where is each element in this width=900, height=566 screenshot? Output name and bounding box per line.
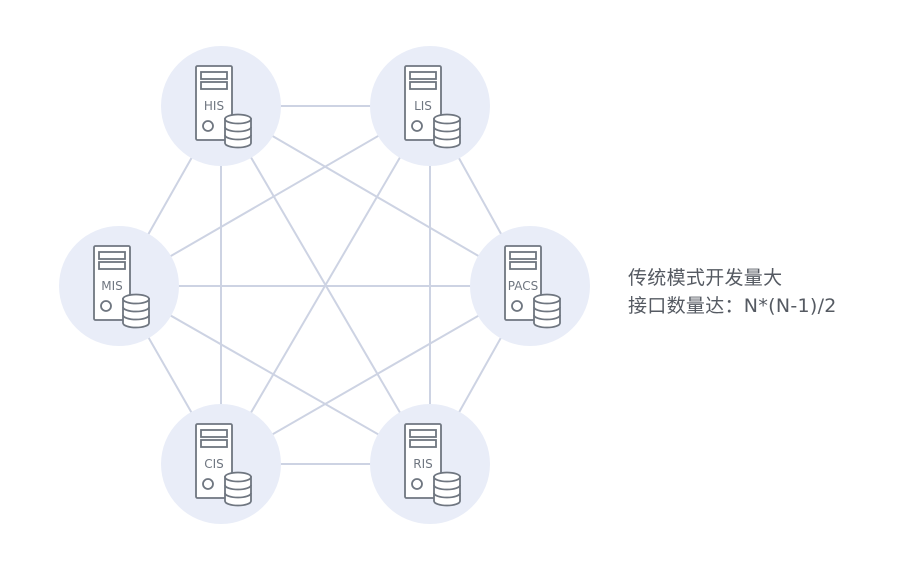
node-label: MIS — [101, 279, 123, 293]
node-lis: LIS — [370, 46, 490, 166]
node-label: CIS — [204, 457, 224, 471]
server-database-icon — [93, 245, 150, 329]
system-nodes: HIS LIS MIS PACS CIS RIS — [59, 46, 590, 524]
connection-lines — [118, 105, 531, 465]
node-label: HIS — [204, 99, 224, 113]
node-mis: MIS — [59, 226, 179, 346]
node-his: HIS — [161, 46, 281, 166]
node-label: RIS — [413, 457, 433, 471]
server-database-icon — [195, 423, 252, 507]
node-cis: CIS — [161, 404, 281, 524]
node-label: LIS — [414, 99, 432, 113]
server-database-icon — [504, 245, 561, 329]
interface-count-caption: 传统模式开发量大 接口数量达：N*(N-1)/2 — [628, 264, 837, 320]
server-database-icon — [195, 65, 252, 149]
server-database-icon — [404, 423, 461, 507]
caption-line-2: 接口数量达：N*(N-1)/2 — [628, 295, 837, 317]
caption-line-1: 传统模式开发量大 — [628, 267, 783, 289]
node-label: PACS — [508, 279, 538, 293]
server-database-icon — [404, 65, 461, 149]
node-pacs: PACS — [470, 226, 590, 346]
node-ris: RIS — [370, 404, 490, 524]
